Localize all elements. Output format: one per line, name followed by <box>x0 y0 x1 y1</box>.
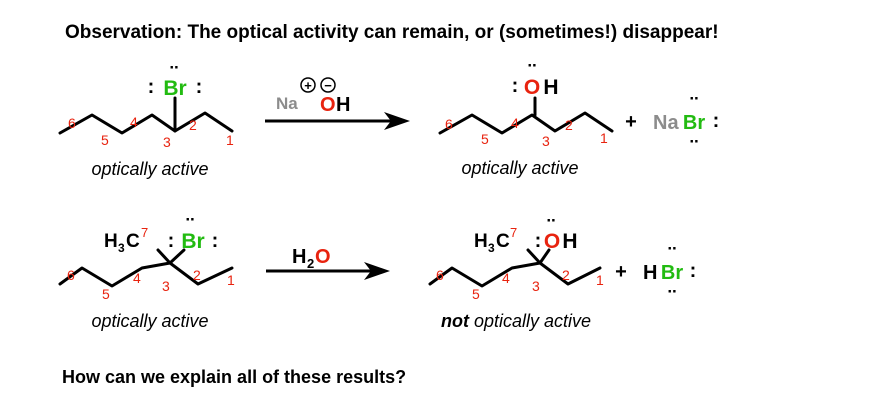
carbon-number: 5 <box>472 286 480 302</box>
lone-pair-dots: ·· <box>185 210 194 229</box>
lone-pair-colon: : <box>535 230 542 252</box>
lone-pair-dots: ·· <box>689 132 698 151</box>
oxygen-atom: O <box>320 94 336 116</box>
reactant-1: ·· : Br : 6 5 4 3 2 1 <box>58 58 234 150</box>
label-optically-active: optically active <box>91 311 208 331</box>
carbon-number: 6 <box>68 115 76 131</box>
carbon-number: 4 <box>502 270 510 286</box>
lone-pair-dots: ·· <box>667 239 676 258</box>
lone-pair-dots: ·· <box>667 282 676 301</box>
plus-charge-sign: + <box>304 78 312 93</box>
hydrogen-atom: H <box>543 76 558 99</box>
carbon-number: 4 <box>133 270 141 286</box>
reaction-arrow-head <box>384 112 410 130</box>
carbon-number: 1 <box>227 272 235 288</box>
bromine-atom: Br <box>163 77 186 100</box>
plus-charge-icon <box>300 77 316 93</box>
carbon-number: 2 <box>189 117 197 133</box>
product-2: H 3 C 7 ·· : O H 6 5 4 3 2 1 <box>428 211 604 302</box>
minus-charge-sign: − <box>324 78 332 93</box>
methyl-c: C <box>126 231 140 252</box>
carbon-number: 2 <box>562 267 570 283</box>
label-not-word: not <box>441 311 470 331</box>
carbon-number: 2 <box>193 267 201 283</box>
carbon-number: 3 <box>163 134 171 150</box>
carbon-number: 5 <box>481 131 489 147</box>
carbon-chain <box>428 261 602 288</box>
carbon-number: 6 <box>445 116 453 132</box>
water-o: O <box>315 246 331 268</box>
c-o-bond <box>538 248 551 265</box>
hydrogen-atom: H <box>643 262 657 284</box>
carbon-number: 1 <box>226 132 234 148</box>
oxygen-atom: O <box>524 76 540 99</box>
lone-pair-dots: ·· <box>546 211 555 230</box>
carbon-number: 3 <box>162 278 170 294</box>
carbon-chain <box>438 111 614 135</box>
reaction-arrow-head <box>364 262 390 280</box>
lone-pair-colon-left: : <box>168 230 175 252</box>
carbon-number: 3 <box>542 133 550 149</box>
product-1: ·· : O H 6 5 4 3 2 1 <box>438 56 614 149</box>
carbon-number: 6 <box>67 267 75 283</box>
plus-sign: + <box>625 111 637 133</box>
label-not-rest: optically active <box>469 311 591 331</box>
minus-charge-icon <box>320 77 336 93</box>
hydrogen-atom: H <box>336 94 350 116</box>
hydrogen-atom: H <box>562 230 577 253</box>
lone-pair-colon: : <box>713 110 720 132</box>
label-optically-active: optically active <box>91 159 208 179</box>
lone-pair-colon-right: : <box>212 230 219 252</box>
carbon-number: 2 <box>565 117 573 133</box>
c-br-bond <box>168 248 186 265</box>
carbon-number: 3 <box>532 278 540 294</box>
water-subscript: 2 <box>307 256 314 271</box>
carbon-chain <box>58 261 234 288</box>
methyl-c: C <box>496 231 510 252</box>
carbon-number: 4 <box>511 115 519 131</box>
carbon-number: 6 <box>436 267 444 283</box>
c-ch3-bond <box>526 248 542 265</box>
carbon-number: 5 <box>102 286 110 302</box>
carbon-number: 4 <box>130 114 138 130</box>
carbon-number: 7 <box>141 225 148 240</box>
carbon-chain <box>58 111 234 135</box>
lone-pair-colon: : <box>690 260 697 282</box>
bromine-atom: Br <box>683 112 705 134</box>
byproduct-1: + Na ·· Br ·· : <box>625 89 719 151</box>
sodium-atom: Na <box>653 112 679 134</box>
oxygen-atom: O <box>544 230 560 253</box>
methyl-subscript: 3 <box>488 241 495 255</box>
byproduct-2: + H ·· Br ·· : <box>615 239 696 301</box>
label-not-optically-active: not optically active <box>441 311 591 331</box>
footer-question: How can we explain all of these results? <box>62 367 406 387</box>
plus-sign: + <box>615 261 627 283</box>
carbon-number: 1 <box>600 130 608 146</box>
water-h: H <box>292 246 306 268</box>
lone-pair-colon: : <box>512 75 519 97</box>
sodium-atom: Na <box>276 94 298 113</box>
lone-pair-dots: ·· <box>527 56 536 75</box>
reagent-1: Na + − O H <box>276 77 350 116</box>
carbon-number: 1 <box>596 272 604 288</box>
lone-pair-colon-right: : <box>196 76 203 98</box>
bromine-atom: Br <box>181 230 204 253</box>
lone-pair-dots: ·· <box>689 89 698 108</box>
label-optically-active: optically active <box>461 158 578 178</box>
methyl-h: H <box>104 231 118 252</box>
c-ch3-bond <box>156 248 172 265</box>
carbon-number: 5 <box>101 132 109 148</box>
methyl-h: H <box>474 231 488 252</box>
lone-pair-dots: ·· <box>169 58 178 77</box>
reagent-2: H 2 O <box>292 246 331 271</box>
lone-pair-colon-left: : <box>148 76 155 98</box>
methyl-subscript: 3 <box>118 241 125 255</box>
bromine-atom: Br <box>661 262 683 284</box>
reactant-2: H 3 C 7 ·· : Br : 6 5 4 3 2 1 <box>58 210 235 302</box>
carbon-number: 7 <box>510 225 517 240</box>
heading: Observation: The optical activity can re… <box>65 22 719 43</box>
